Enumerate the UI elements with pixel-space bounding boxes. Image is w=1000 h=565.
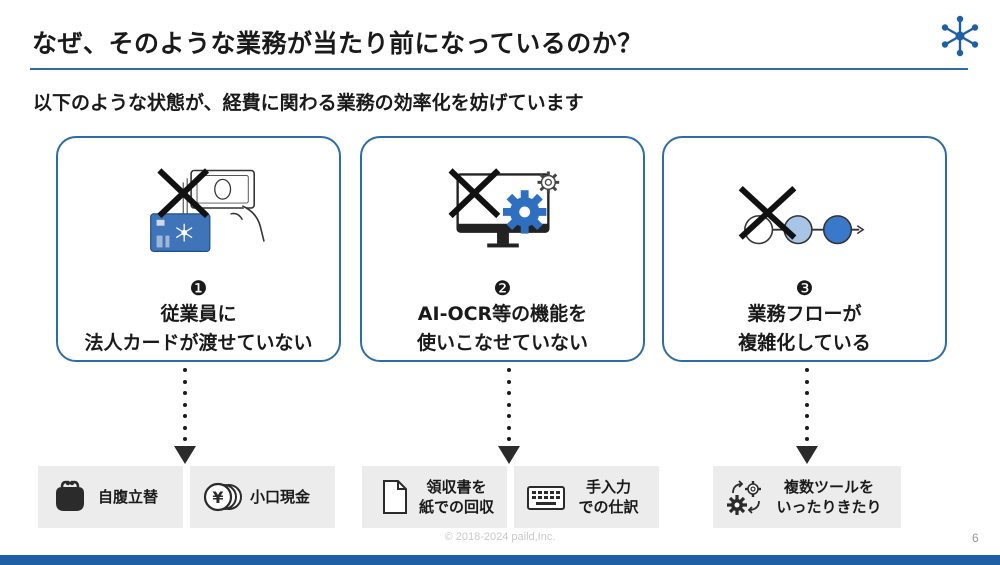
issue-card-ai-ocr: ❷ AI-OCR等の機能を 使いこなせていない: [360, 136, 645, 362]
gears-cycle-icon: [727, 480, 761, 515]
tile-label: 自腹立替: [98, 487, 158, 507]
connector-dots-1: [183, 368, 187, 449]
tile-label: 複数ツールを いったりきたり: [765, 477, 893, 517]
network-logo-icon: [941, 15, 979, 57]
slide-subtitle: 以下のような状態が、経費に関わる業務の効率化を妨げています: [33, 92, 584, 114]
tile-petty-cash: ¥ 小口現金: [190, 466, 335, 528]
tile-label-line1: 複数ツールを: [783, 478, 874, 496]
arrow-down-icon: [174, 446, 196, 464]
card-caption-line2: 法人カードが渡せていない: [84, 332, 313, 354]
card-number: ❷: [493, 276, 512, 300]
tile-paper-receipts: 領収書を 紙での回収: [362, 466, 507, 528]
yen-coins-icon: ¥: [203, 482, 242, 512]
card-caption-line1: 業務フローが: [747, 303, 862, 325]
card-caption-line2: 使いこなせていない: [416, 332, 588, 354]
tile-label-line1: 小口現金: [250, 488, 311, 506]
card-caption-line2: 複雑化している: [738, 332, 871, 354]
cash-and-card-crossed-icon: [150, 168, 265, 252]
svg-text:¥: ¥: [212, 488, 223, 507]
tile-label: 小口現金: [250, 487, 310, 507]
keyboard-icon: [527, 486, 565, 510]
tile-out-of-pocket: 自腹立替: [38, 466, 183, 528]
card-caption-line1: 従業員に: [160, 303, 237, 325]
tile-label-line2: 紙での回収: [418, 498, 494, 516]
arrow-down-icon: [498, 446, 520, 464]
tile-label: 手入力 での仕訳: [566, 477, 651, 517]
card-number: ❸: [795, 276, 814, 300]
paper-document-icon: [383, 480, 407, 514]
tile-label-line2: いったりきたり: [776, 498, 882, 516]
copyright-text: © 2018-2024 paild,Inc.: [444, 531, 556, 543]
tile-label-line1: 領収書を: [426, 478, 487, 496]
arrow-down-icon: [796, 446, 818, 464]
tile-label-line2: での仕訳: [578, 498, 639, 516]
card-caption: 従業員に 法人カードが渡せていない: [58, 300, 339, 358]
issue-card-workflow: ❸ 業務フローが 複雑化している: [662, 136, 947, 362]
purse-icon: [56, 480, 84, 511]
workflow-steps-crossed-icon: [738, 186, 865, 245]
card-caption: 業務フローが 複雑化している: [664, 300, 945, 358]
brand-bottom-bar: [0, 555, 1000, 565]
card-caption: AI-OCR等の機能を 使いこなせていない: [362, 300, 643, 358]
card-number: ❶: [189, 276, 208, 300]
tile-label-line1: 自腹立替: [98, 488, 159, 506]
tile-manual-entry: 手入力 での仕訳: [514, 466, 659, 528]
tile-label: 領収書を 紙での回収: [414, 477, 499, 517]
issue-card-corporate-card: ❶ 従業員に 法人カードが渡せていない: [56, 136, 341, 362]
card-caption-line1: AI-OCR等の機能を: [417, 303, 588, 325]
connector-dots-3: [805, 368, 809, 449]
connector-dots-2: [507, 368, 511, 449]
page-number: 6: [972, 531, 979, 545]
title-divider: [30, 68, 968, 70]
tile-label-line1: 手入力: [585, 478, 631, 496]
tile-multiple-tools: 複数ツールを いったりきたり: [713, 466, 901, 528]
slide-title: なぜ、そのような業務が当たり前になっているのか？: [32, 29, 643, 58]
monitor-gears-crossed-icon: [448, 168, 560, 248]
